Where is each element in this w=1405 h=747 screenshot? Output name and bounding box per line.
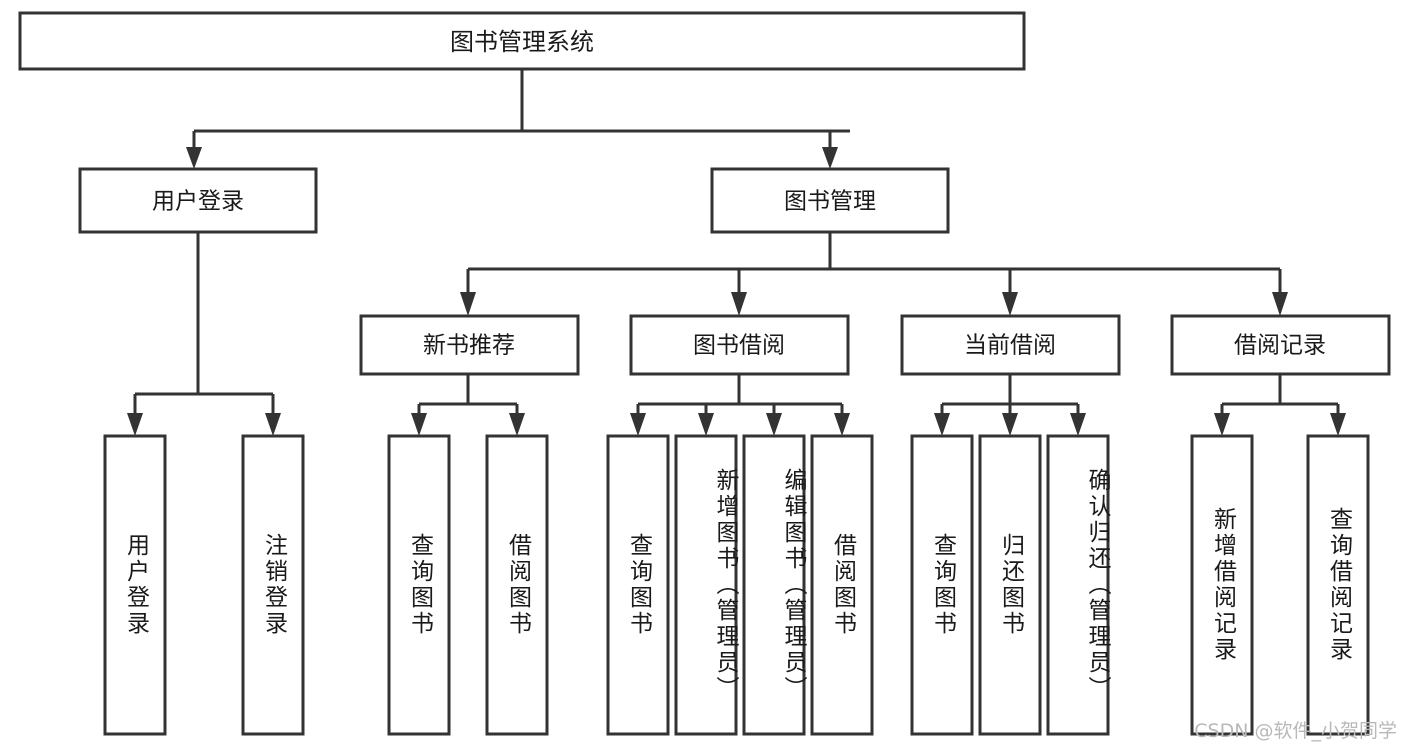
node-leaf-user-login [103, 434, 167, 736]
connector-newbook-to-leaves [411, 374, 525, 436]
node-book-borrow-label: 图书借阅 [693, 333, 785, 359]
node-leaf-query-book-1 [387, 434, 451, 736]
node-leaf-query-book-3 [910, 434, 974, 736]
connector-borrowrecord-to-leaves [1214, 374, 1346, 436]
node-borrow-record[interactable]: 借阅记录 [1170, 314, 1391, 376]
node-new-book-recommend-label: 新书推荐 [423, 333, 515, 359]
node-root[interactable]: 图书管理系统 [18, 11, 1026, 71]
node-leaf-add-book [674, 434, 738, 736]
node-current-borrow[interactable]: 当前借阅 [900, 314, 1121, 376]
node-leaf-confirm-return [1046, 434, 1110, 736]
connector-currentborrow-to-leaves [934, 374, 1086, 436]
connector-bookmanage-to-level3 [460, 232, 1288, 316]
leaf-boxes [103, 434, 1370, 736]
node-leaf-logout-login [241, 434, 305, 736]
node-leaf-borrow-book-1 [485, 434, 549, 736]
node-leaf-query-record [1306, 434, 1370, 736]
connector-root-to-level2 [186, 69, 850, 169]
node-current-borrow-label: 当前借阅 [964, 333, 1056, 359]
node-leaf-edit-book [742, 434, 806, 736]
node-user-login-label: 用户登录 [152, 189, 244, 215]
node-root-label: 图书管理系统 [450, 28, 594, 56]
node-leaf-query-book-2 [606, 434, 670, 736]
node-leaf-return-book [978, 434, 1042, 736]
node-leaf-borrow-book-2 [810, 434, 874, 736]
node-new-book-recommend[interactable]: 新书推荐 [359, 314, 580, 376]
node-user-login[interactable]: 用户登录 [78, 167, 318, 234]
node-book-borrow[interactable]: 图书借阅 [629, 314, 850, 376]
node-leaf-add-record [1190, 434, 1254, 736]
node-book-manage-label: 图书管理 [784, 189, 876, 215]
connector-bookborrow-to-leaves [630, 374, 850, 436]
connector-userlogin-to-leaves [127, 232, 281, 436]
node-borrow-record-label: 借阅记录 [1234, 333, 1326, 359]
node-book-manage[interactable]: 图书管理 [710, 167, 950, 234]
